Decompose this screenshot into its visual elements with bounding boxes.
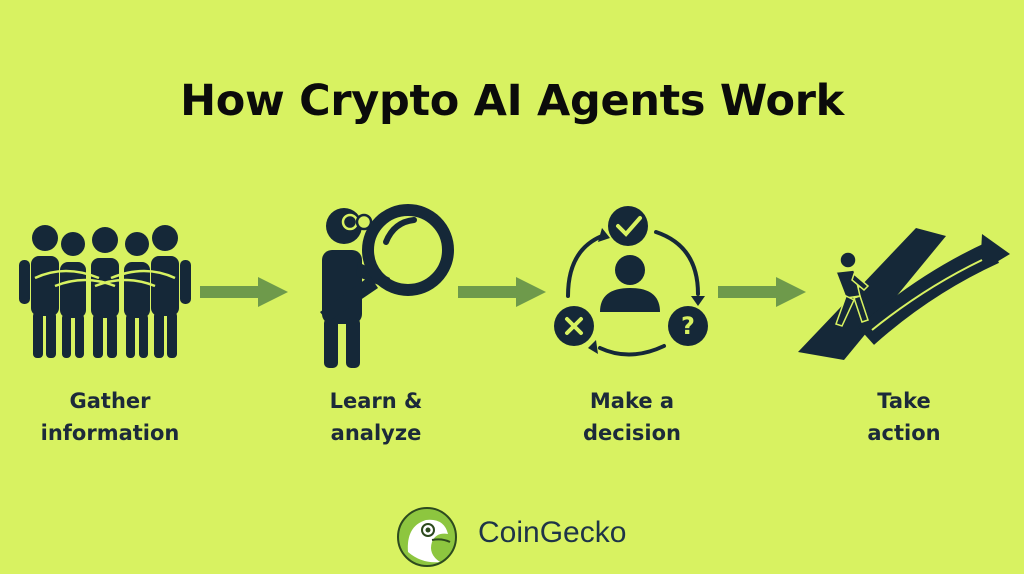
arrow-right-icon (200, 277, 288, 307)
decision-cycle-icon: ? (554, 206, 708, 357)
coingecko-logo-icon (397, 507, 457, 567)
step-label-act: Take action (867, 389, 941, 445)
brand: CoinGecko (396, 506, 636, 567)
person-climbing-arrow-icon (798, 228, 1010, 360)
arrow-right-icon (458, 277, 546, 307)
group-hug-icon (19, 225, 191, 358)
brand-name: CoinGecko (478, 516, 627, 549)
step-label-gather: Gather information (40, 389, 180, 445)
page-title: How Crypto AI Agents Work (180, 76, 844, 126)
step-label-decide: Make a decision (583, 389, 681, 445)
svg-text:?: ? (681, 312, 695, 340)
magnifying-glass-person-icon (320, 204, 454, 368)
step-label-learn: Learn & analyze (329, 389, 423, 445)
arrow-right-icon (718, 277, 806, 307)
